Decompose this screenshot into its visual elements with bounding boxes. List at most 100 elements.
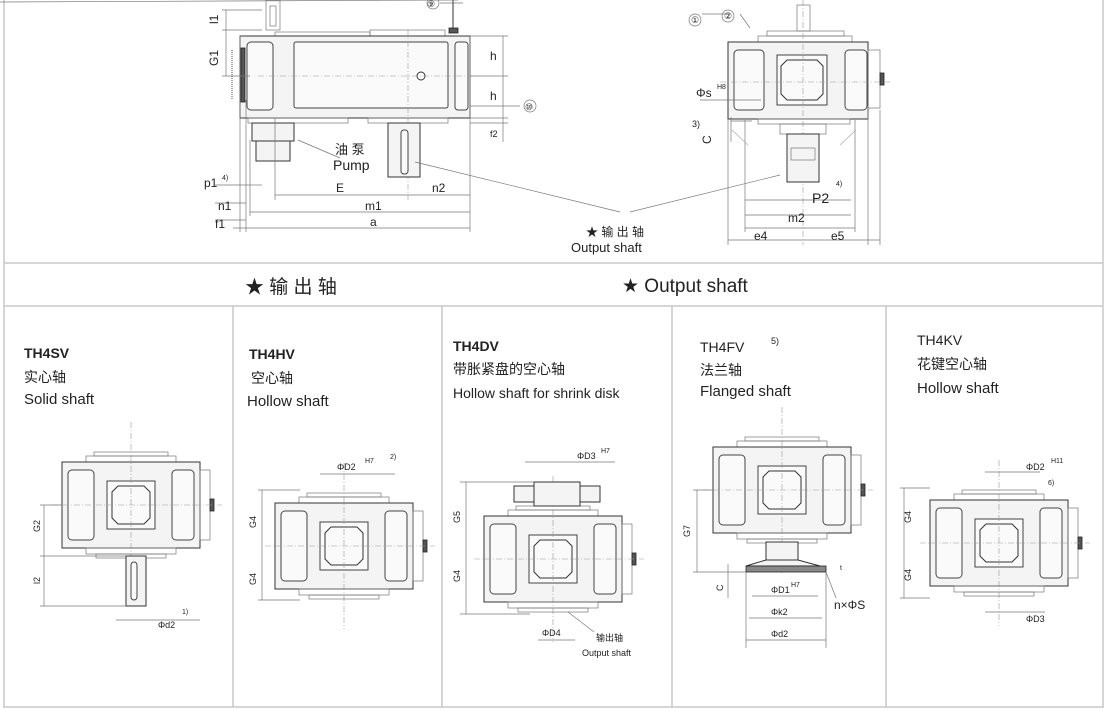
label-s: Φs bbox=[696, 86, 712, 100]
variant-name-en: Solid shaft bbox=[24, 391, 95, 408]
label-d1: ΦD1 bbox=[771, 585, 790, 595]
label-n2: n2 bbox=[432, 181, 446, 195]
callout-2: ② bbox=[724, 11, 732, 21]
variant-name-en: Hollow shaft for shrink disk bbox=[453, 385, 621, 401]
label-g4-lower: G4 bbox=[248, 573, 258, 585]
section-header-cn: ★ 输 出 轴 bbox=[245, 276, 337, 298]
label-g1: G1 bbox=[207, 50, 221, 66]
right-cover bbox=[384, 510, 408, 582]
variant-name-en: Hollow shaft bbox=[917, 380, 1000, 397]
label-g2: G2 bbox=[32, 520, 42, 532]
variant-th4sv-title: TH4SV 实心轴 Solid shaft bbox=[24, 345, 95, 408]
variant-name-en: Flanged shaft bbox=[700, 383, 792, 400]
label-g4: G4 bbox=[452, 570, 462, 582]
label-l1: l1 bbox=[207, 14, 221, 24]
th4fv-flange: G7 C ΦD1 H7 Φk2 Φd2 n×ΦS t bbox=[682, 489, 865, 648]
gearbox-front-view bbox=[0, 0, 781, 232]
label-c: C bbox=[715, 584, 725, 591]
label-d2-tol: H11 bbox=[1051, 458, 1063, 465]
variant-name-cn: 法兰轴 bbox=[700, 362, 742, 378]
variant-name-cn: 实心轴 bbox=[24, 369, 66, 385]
label-h-bottom: h bbox=[490, 89, 497, 103]
label-t: t bbox=[840, 565, 842, 572]
th4hv-labels: ΦD2 H7 2) G4 G4 bbox=[248, 454, 396, 601]
label-p1-note: 4) bbox=[222, 175, 228, 182]
variant-th4hv-title: TH4HV 空心轴 Hollow shaft bbox=[247, 346, 330, 410]
bottom-plate bbox=[308, 594, 380, 600]
label-a: a bbox=[370, 215, 377, 229]
th4kv-gearbox bbox=[920, 460, 1090, 626]
variant-name-cn: 花键空心轴 bbox=[917, 356, 987, 372]
label-h-top: h bbox=[490, 49, 497, 63]
th4hv-gearbox bbox=[265, 463, 435, 629]
variant-th4fv-title: TH4FV 5) 法兰轴 Flanged shaft bbox=[700, 336, 792, 400]
label-p2-note: 4) bbox=[836, 181, 842, 188]
label-d2: ΦD2 bbox=[337, 462, 356, 472]
label-s-tol: H8 bbox=[717, 84, 726, 91]
output-shaft-label-en: Output shaft bbox=[582, 648, 632, 658]
front-view-labels: l1 G1 h h f2 ⑨ ⑩ 油 泵 Pump p1 4) E n2 n1 … bbox=[204, 0, 644, 255]
th4dv-gearbox bbox=[474, 476, 644, 642]
label-g4-upper: G4 bbox=[903, 511, 913, 523]
label-d3: ΦD3 bbox=[1026, 614, 1045, 624]
label-d2-tol: H7 bbox=[365, 458, 374, 465]
right-cover bbox=[593, 523, 617, 595]
label-f2: f2 bbox=[490, 129, 498, 139]
callout-10: ⑩ bbox=[525, 102, 533, 112]
label-g4-lower: G4 bbox=[903, 569, 913, 581]
label-c-note: 3) bbox=[692, 119, 700, 129]
octagon-cover bbox=[979, 523, 1019, 563]
variant-code-note: 5) bbox=[771, 336, 779, 346]
output-shaft-callout-en: Output shaft bbox=[571, 240, 642, 255]
variant-drawings bbox=[52, 407, 1090, 642]
label-g4-upper: G4 bbox=[248, 516, 258, 528]
label-d3: ΦD3 bbox=[577, 451, 596, 461]
label-k2: Φk2 bbox=[771, 607, 788, 617]
pump-label-cn: 油 泵 bbox=[335, 142, 365, 157]
label-e: E bbox=[336, 181, 344, 195]
section-header-en: ★ Output shaft bbox=[622, 276, 749, 297]
label-n1: n1 bbox=[218, 199, 232, 213]
label-d1-tol: H7 bbox=[791, 582, 800, 589]
gearbox-side-view bbox=[688, 0, 890, 245]
label-p1: p1 bbox=[204, 176, 218, 190]
right-cover bbox=[171, 469, 195, 541]
variant-name-en: Hollow shaft bbox=[247, 393, 330, 410]
variant-th4kv-title: TH4KV 花键空心轴 Hollow shaft bbox=[917, 332, 1000, 397]
output-shaft-callout-cn: ★ 输 出 轴 bbox=[586, 224, 644, 239]
right-cover bbox=[822, 454, 846, 526]
label-d2-note: 6) bbox=[1048, 480, 1054, 487]
label-d2: ΦD2 bbox=[1026, 462, 1045, 472]
label-c: C bbox=[700, 135, 714, 144]
label-d2-note: 2) bbox=[390, 454, 396, 461]
variant-code: TH4KV bbox=[917, 332, 963, 348]
label-d2: Φd2 bbox=[158, 620, 175, 630]
callout-9: ⑨ bbox=[427, 0, 435, 9]
frame-grid bbox=[3, 0, 1104, 708]
octagon-cover bbox=[324, 526, 364, 566]
octagon-cover bbox=[111, 485, 151, 525]
label-l2: l2 bbox=[32, 577, 42, 584]
variant-name-cn: 空心轴 bbox=[251, 370, 293, 386]
output-shaft-label-cn: 输出轴 bbox=[596, 632, 623, 643]
variant-code: TH4SV bbox=[24, 345, 70, 361]
label-d2: Φd2 bbox=[771, 629, 788, 639]
octagon-cover bbox=[762, 470, 802, 510]
label-d3-tol: H7 bbox=[601, 448, 610, 455]
label-g5: G5 bbox=[452, 511, 462, 523]
th4sv-shaft: G2 l2 Φd2 1) bbox=[32, 504, 200, 630]
octagon-cover bbox=[533, 539, 573, 579]
side-view-labels: ① ② Φs H8 3) C P2 4) m2 e4 e5 bbox=[691, 11, 845, 243]
label-d2-note: 1) bbox=[182, 609, 188, 616]
right-cover bbox=[1039, 507, 1063, 579]
variant-code: TH4HV bbox=[249, 346, 296, 362]
variant-code: TH4DV bbox=[453, 338, 500, 354]
label-n-s: n×ΦS bbox=[834, 598, 865, 612]
bottom-plate bbox=[963, 591, 1035, 597]
bottom-plate bbox=[517, 607, 589, 613]
label-g7: G7 bbox=[682, 525, 692, 537]
label-m1: m1 bbox=[365, 199, 382, 213]
callout-1: ① bbox=[691, 15, 699, 25]
th4kv-labels: ΦD2 H11 6) G4 G4 ΦD3 bbox=[900, 458, 1063, 624]
